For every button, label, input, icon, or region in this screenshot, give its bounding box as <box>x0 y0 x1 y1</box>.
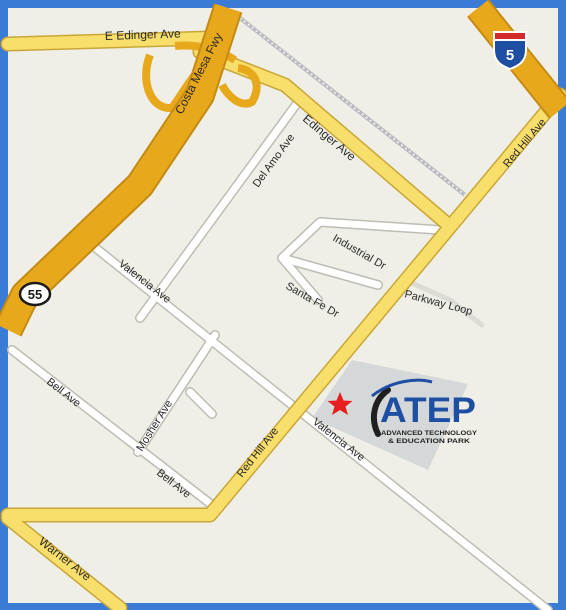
logo-line1: ADVANCED TECHNOLOGY <box>381 430 478 437</box>
logo-name: ATEP <box>380 391 476 430</box>
state-route-shield-icon: 55 <box>18 281 52 307</box>
arterials <box>2 32 566 610</box>
state-route-shield-number: 55 <box>28 287 42 302</box>
campus-area <box>312 360 468 470</box>
land-area <box>8 8 558 603</box>
parkway-loop-road <box>402 277 485 328</box>
atep-logo: ATEP ADVANCED TECHNOLOGY & EDUCATION PAR… <box>370 378 478 445</box>
logo-line2: & EDUCATION PARK <box>388 438 470 445</box>
interstate-shield-number: 5 <box>506 47 514 64</box>
star-icon <box>327 392 353 415</box>
railroad <box>238 16 467 197</box>
street-label-e-edinger: E Edinger Ave <box>105 26 182 43</box>
local-streets-fill <box>8 98 552 610</box>
interstate-shield-icon: 5 <box>493 31 527 71</box>
